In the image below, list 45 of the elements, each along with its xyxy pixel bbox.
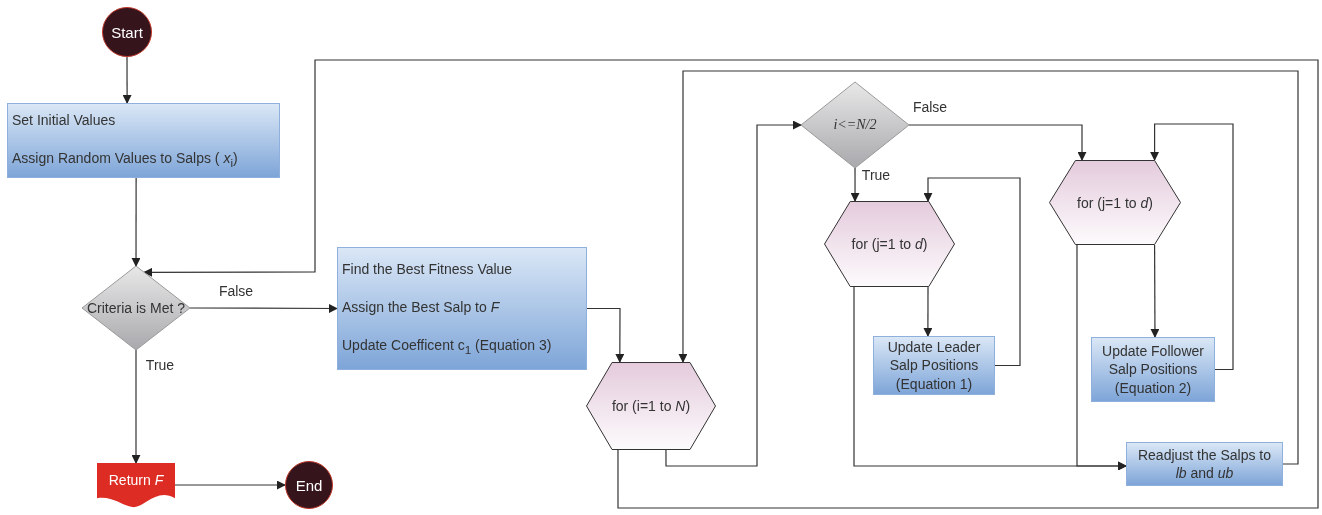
node-text: Criteria is Met ? — [87, 300, 185, 316]
node-text: Update Follower Salp Positions (Equation 2) — [1101, 342, 1205, 397]
arrow — [923, 286, 933, 337]
node-text: for (i=1 to N) — [611, 398, 691, 414]
arrow — [1150, 244, 1160, 338]
loop-hexagon — [824, 201, 955, 287]
decision-diamond — [801, 82, 909, 168]
node-text: Return F — [108, 472, 164, 488]
node-text: Update Leader Salp Positions (Equation 1) — [886, 338, 982, 393]
process-box — [873, 336, 995, 395]
arrow — [143, 59, 1319, 509]
node-text: for (j=1 to d) — [851, 236, 928, 252]
terminal-circle — [285, 461, 333, 509]
node-text: Find the Best Fitness Value — [342, 259, 513, 278]
arrow — [1150, 123, 1234, 371]
node-text: End — [295, 476, 323, 494]
node-text: i<=N/2 — [833, 117, 877, 133]
process-box — [1126, 442, 1283, 486]
node-text: Assign Random Values to Salps ( x$_{i}$) — [12, 149, 238, 171]
arrow — [850, 167, 860, 202]
document-shape — [97, 463, 175, 507]
node-text: Update Coefficent c$_{1}$ (Equation 3) — [342, 336, 552, 358]
arrow — [131, 177, 141, 267]
arrow — [189, 303, 338, 313]
arrow — [131, 349, 141, 464]
node-text: for (j=1 to d) — [1077, 194, 1153, 211]
node-text: Readjust the Salps to lb and ub — [1136, 445, 1273, 483]
loop-hexagon — [586, 362, 716, 450]
arrow — [923, 177, 1021, 367]
terminal-circle — [102, 7, 152, 57]
arrow — [174, 480, 286, 490]
node-text: Start — [111, 23, 143, 41]
node-text: Set Initial Values — [12, 110, 116, 130]
arrow — [122, 56, 132, 104]
node-text: Assign the Best Salp to F — [342, 298, 500, 317]
process-box — [1091, 337, 1215, 402]
arrow — [1076, 244, 1127, 471]
arrow — [665, 120, 802, 467]
process-box — [7, 103, 280, 178]
decision-diamond — [82, 266, 190, 350]
arrow — [908, 124, 1087, 161]
process-box — [337, 247, 587, 370]
arrow — [678, 70, 1299, 465]
loop-hexagon — [1049, 160, 1181, 245]
arrow — [586, 307, 625, 363]
